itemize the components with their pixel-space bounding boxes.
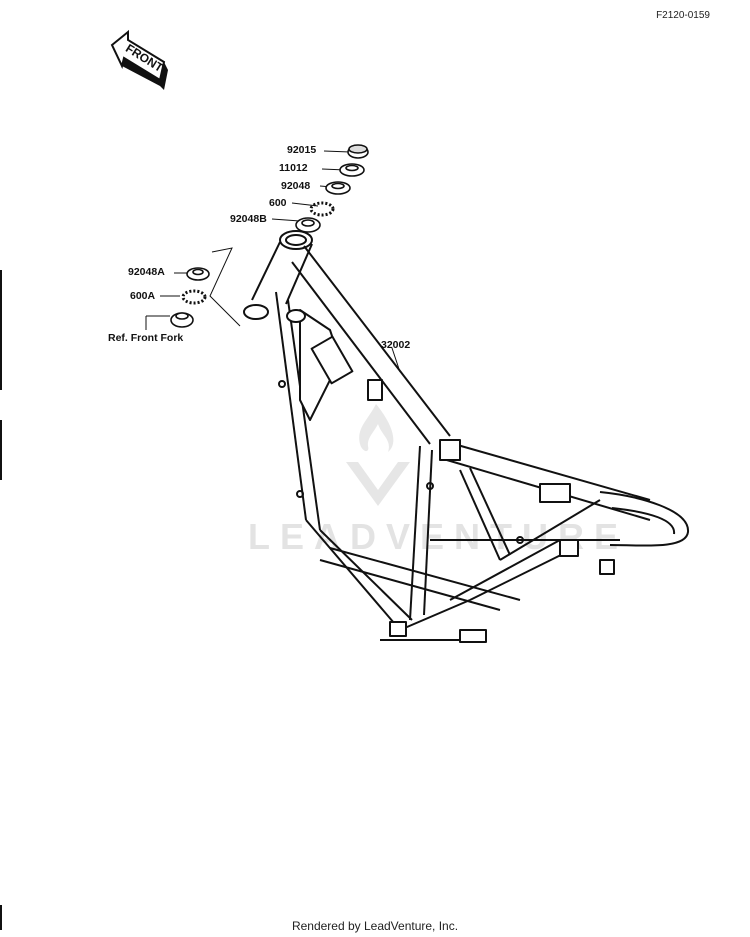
callout-32002: 32002 bbox=[381, 339, 411, 351]
watermark-flame-icon bbox=[346, 404, 410, 506]
callout-11012: 11012 bbox=[279, 162, 308, 174]
left-margin-mark bbox=[0, 420, 2, 480]
left-margin-mark bbox=[0, 905, 2, 930]
callout-92048: 92048 bbox=[281, 180, 311, 192]
ref-front-fork-label: Ref. Front Fork bbox=[108, 332, 184, 344]
left-margin-mark bbox=[0, 270, 2, 390]
leader-lines bbox=[145, 150, 401, 373]
steering-stem-parts bbox=[170, 144, 369, 328]
callout-92048b: 92048B bbox=[230, 213, 267, 225]
document-code: F2120-0159 bbox=[656, 10, 710, 21]
callout-92048a: 92048A bbox=[128, 266, 165, 278]
callout-600: 600 bbox=[269, 197, 287, 209]
frame-body bbox=[243, 230, 690, 643]
callout-92015: 92015 bbox=[287, 144, 317, 156]
front-arrow-icon: FRONT bbox=[110, 29, 168, 90]
callout-600a: 600A bbox=[130, 290, 156, 302]
footer-credit: Rendered by LeadVenture, Inc. bbox=[291, 919, 459, 933]
